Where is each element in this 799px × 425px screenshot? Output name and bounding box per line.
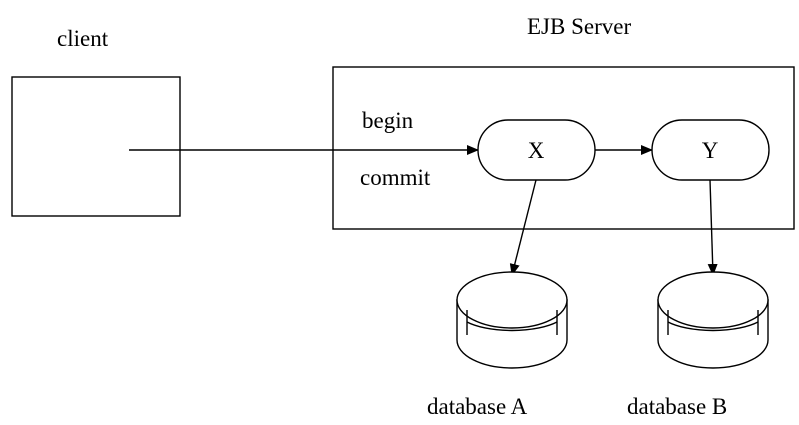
bean-x-label: X <box>528 138 545 163</box>
begin-label: begin <box>362 108 414 133</box>
client-box <box>11 76 181 217</box>
client-label: client <box>57 26 109 51</box>
database-a-label: database A <box>427 394 528 419</box>
server-label: EJB Server <box>527 14 631 39</box>
database-a-icon <box>456 271 568 369</box>
y-to-db-b-arrow <box>707 179 718 276</box>
bean-y-label: Y <box>702 138 719 163</box>
database-b-label: database B <box>627 394 727 419</box>
database-b-icon <box>657 271 769 369</box>
commit-label: commit <box>360 165 431 190</box>
x-to-db-a-arrow <box>509 179 537 276</box>
